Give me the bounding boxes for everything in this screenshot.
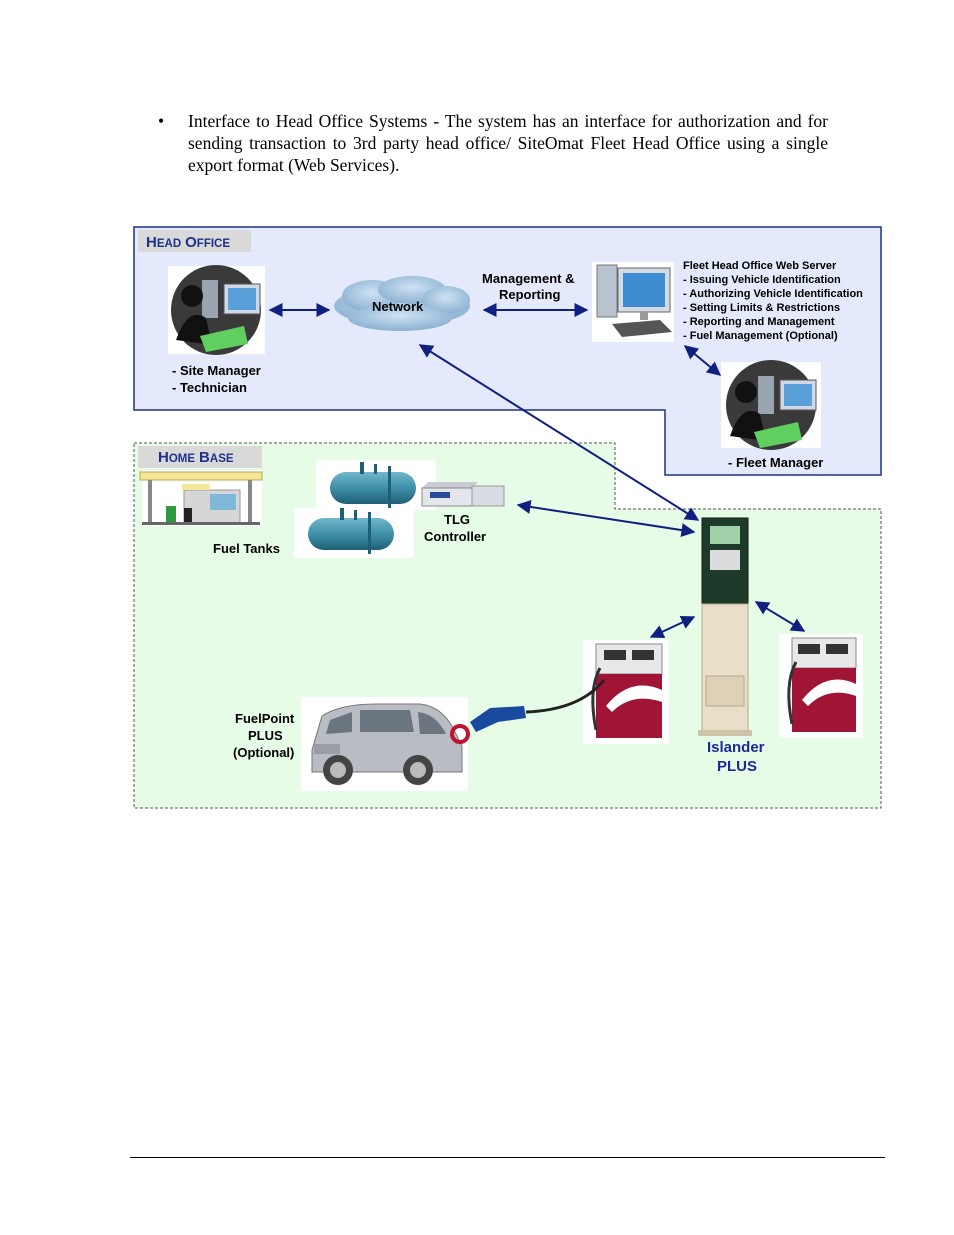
- web-server-item: - Fuel Management (Optional): [683, 330, 838, 342]
- home-base-title-tab: [138, 446, 262, 468]
- fuelpoint-label-line3: (Optional): [233, 745, 294, 760]
- web-server-item: - Setting Limits & Restrictions: [683, 302, 840, 314]
- tlg-label-line1: TLG: [444, 512, 470, 527]
- arrow-tlg-islander: [516, 499, 696, 538]
- bullet-symbol: •: [158, 111, 165, 131]
- fuel-tanks-label: Fuel Tanks: [213, 541, 280, 556]
- fuel-dispenser-icon: [779, 634, 863, 738]
- web-server-item: - Authorizing Vehicle Identification: [683, 288, 863, 300]
- bullet-text: Interface to Head Office Systems - The s…: [188, 111, 828, 175]
- tlg-controller-icon: [421, 482, 505, 507]
- islander-terminal-icon: [698, 517, 752, 736]
- site-manager-icon: [168, 265, 265, 355]
- web-server-title: Fleet Head Office Web Server: [683, 260, 837, 272]
- network-cloud: [334, 276, 470, 331]
- fleet-manager-icon: [721, 360, 821, 450]
- fuelpoint-label-line1: FuelPoint: [235, 711, 295, 726]
- arrow-islander-dispenser2: [754, 601, 806, 632]
- footer-rule: [130, 1157, 885, 1158]
- islander-label-line1: Islander: [707, 739, 765, 756]
- car-icon: [301, 697, 468, 791]
- web-server-icon: [592, 262, 674, 342]
- islander-label-line2: PLUS: [717, 758, 757, 775]
- site-role-label: - Site Manager: [172, 363, 261, 378]
- fuel-tank-icon: [294, 508, 414, 558]
- site-role-label: - Technician: [172, 380, 247, 395]
- mgmt-reporting-label-line2: Reporting: [499, 287, 560, 302]
- gas-station-icon: [139, 470, 263, 526]
- fuel-dispenser-icon: [583, 640, 669, 744]
- arrow-network-islander: [418, 344, 700, 521]
- fuelpoint-nozzle-icon: [450, 679, 606, 744]
- network-label: Network: [372, 299, 424, 314]
- arrow-dispenser1-islander: [649, 615, 696, 639]
- tlg-label-line2: Controller: [424, 529, 486, 544]
- fuelpoint-label-line2: PLUS: [248, 728, 283, 743]
- bullet-item: • Interface to Head Office Systems - The…: [158, 110, 828, 176]
- fuel-tank-icon: [316, 460, 436, 512]
- web-server-item: - Reporting and Management: [683, 316, 835, 328]
- head-office-title-tab: [138, 230, 251, 252]
- web-server-item: - Issuing Vehicle Identification: [683, 274, 841, 286]
- mgmt-reporting-label-line1: Management &: [482, 271, 574, 286]
- fleet-manager-label: - Fleet Manager: [728, 455, 823, 470]
